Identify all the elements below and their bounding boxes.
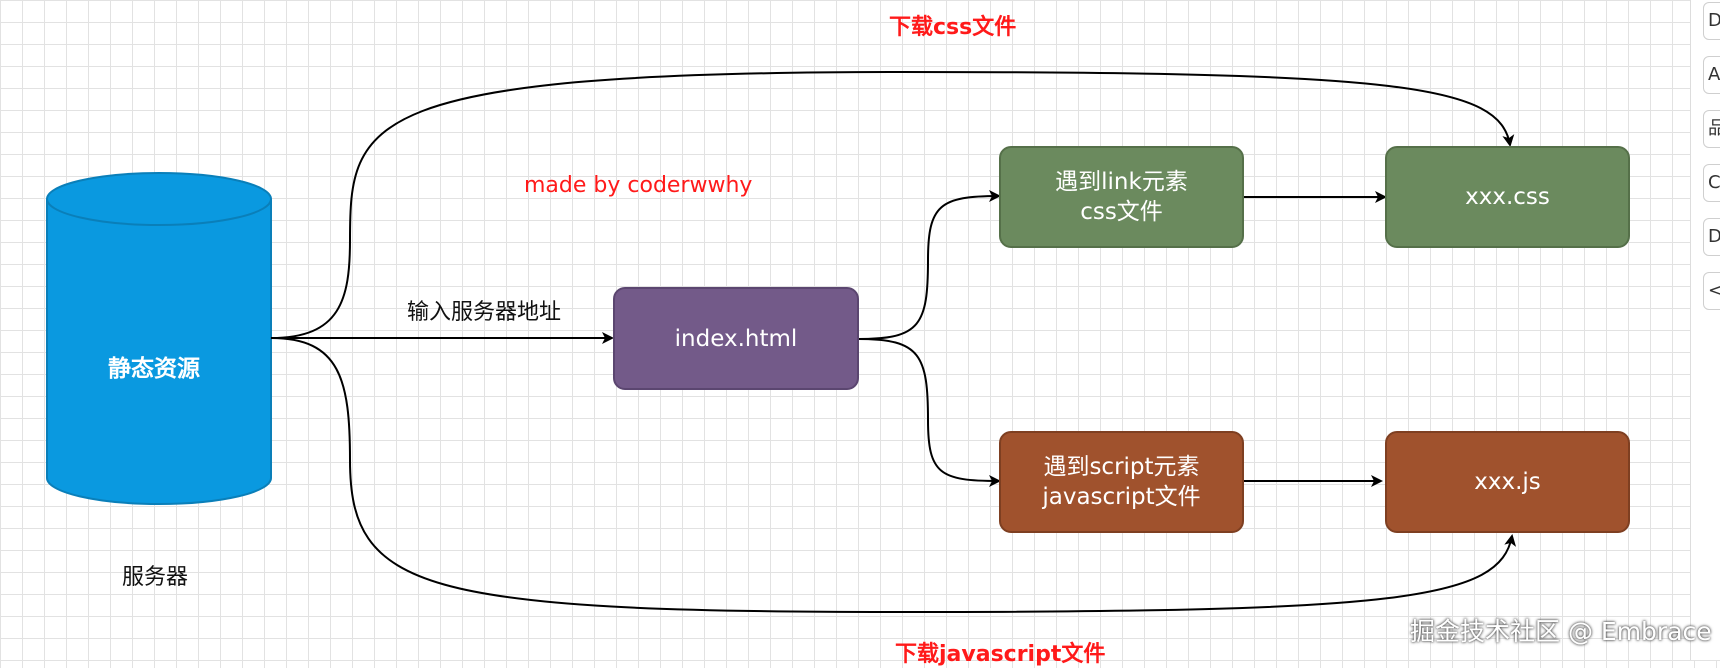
node-index-html: index.html	[613, 287, 859, 390]
comment-icon[interactable]: C	[1703, 164, 1720, 202]
server-cylinder	[46, 172, 272, 505]
edge-server-to-js-file	[270, 337, 1517, 614]
node-css-file-text: xxx.css	[1465, 184, 1550, 210]
node-link-element: 遇到link元素 css文件	[999, 146, 1244, 248]
server-cylinder-label: 静态资源	[108, 356, 200, 382]
doc-icon[interactable]: D	[1703, 2, 1720, 40]
server-caption: 服务器	[122, 565, 189, 590]
collapse-icon[interactable]: <	[1703, 272, 1720, 310]
node-js-file: xxx.js	[1385, 431, 1630, 533]
node-js-file-text: xxx.js	[1474, 469, 1541, 495]
edge-label-download-js: 下载javascript文件	[895, 642, 1106, 667]
layout-icon[interactable]: 品	[1703, 110, 1720, 148]
node-index-html-text: index.html	[674, 325, 798, 352]
edge-index-to-link-element	[858, 190, 1001, 340]
text-icon[interactable]: A	[1703, 56, 1720, 94]
node-script-element: 遇到script元素 javascript文件	[999, 431, 1244, 533]
edge-label-download-css: 下载css文件	[889, 15, 1017, 40]
watermark: 掘金技术社区 @ Embrace	[1410, 617, 1712, 646]
node-link-element-text: 遇到link元素 css文件	[1055, 169, 1188, 225]
credit-text: made by coderwwhy	[524, 173, 753, 198]
edge-label-input-url: 输入服务器地址	[407, 300, 562, 325]
edge-index-to-script-element	[858, 338, 1001, 487]
edge-server-to-css-file	[270, 70, 1515, 339]
export-icon[interactable]: D	[1703, 218, 1720, 256]
node-script-element-text: 遇到script元素 javascript文件	[1042, 454, 1201, 510]
right-toolbar	[1690, 0, 1720, 660]
node-css-file: xxx.css	[1385, 146, 1630, 248]
